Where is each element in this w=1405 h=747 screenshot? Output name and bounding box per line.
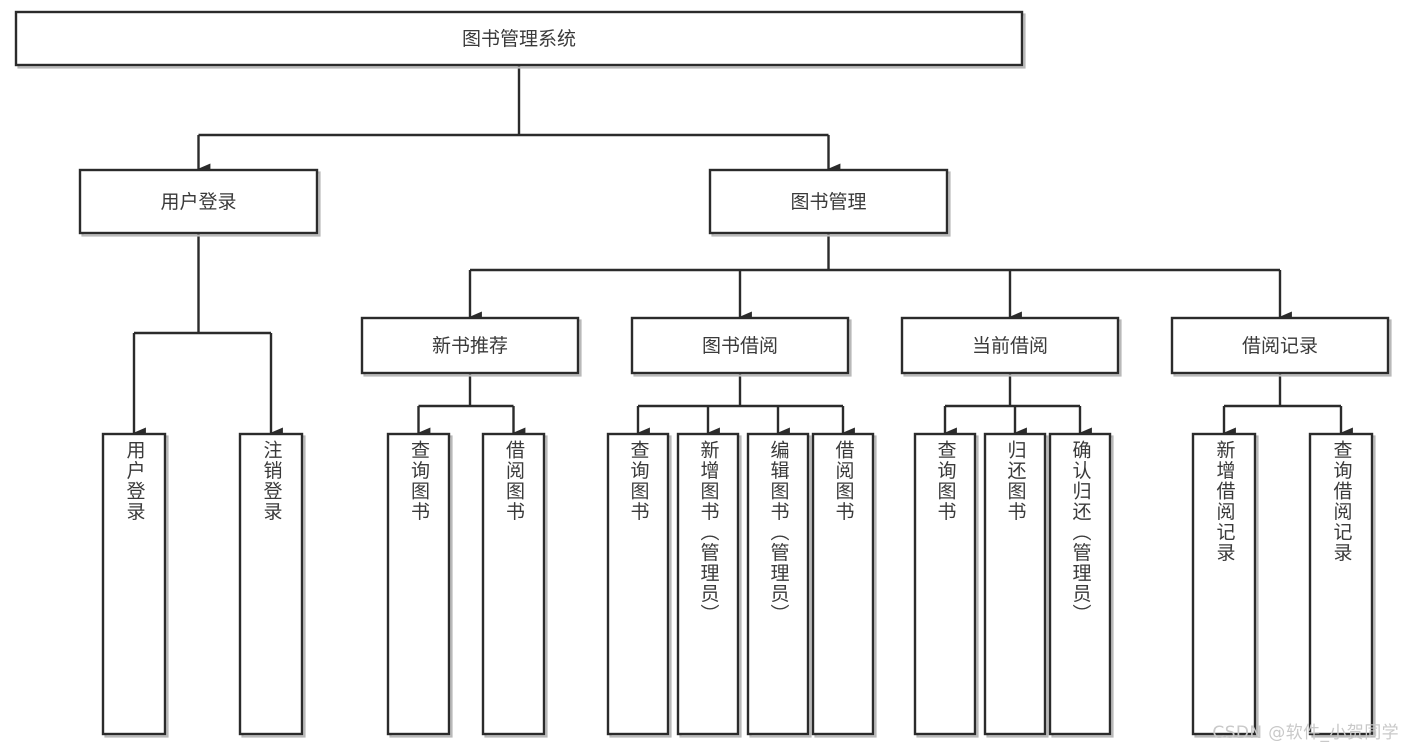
node-user-login[interactable]: [78, 168, 321, 237]
node-root-label: 图书管理系统: [462, 28, 576, 50]
edge-root-to-level2: [197, 65, 841, 175]
node-borrow-record[interactable]: [1170, 316, 1392, 377]
node-root[interactable]: [14, 10, 1026, 69]
node-new-book-recommend[interactable]: [360, 316, 582, 377]
edge-borrow-record-to-leaves: [1222, 373, 1353, 439]
node-borrow-record-label: 借阅记录: [1242, 335, 1318, 357]
node-leaf-edit-book[interactable]: [746, 432, 812, 738]
node-leaf-add-record[interactable]: [1191, 432, 1259, 738]
node-leaf-query-book-rec[interactable]: [386, 432, 453, 738]
node-leaf-query-book-cur[interactable]: [913, 432, 979, 738]
node-user-login-label: 用户登录: [160, 191, 236, 213]
node-leaf-borrow-book-bor[interactable]: [811, 432, 877, 738]
edge-new-book-recommend-to-leaves: [417, 373, 526, 439]
node-book-manage-label: 图书管理: [790, 191, 866, 213]
edge-current-borrow-to-leaves: [943, 373, 1092, 439]
node-current-borrow[interactable]: [900, 316, 1122, 377]
node-leaf-user-login[interactable]: [101, 432, 169, 738]
node-current-borrow-label: 当前借阅: [972, 335, 1048, 357]
edge-book-borrow-to-leaves: [636, 373, 855, 439]
node-book-borrow-label: 图书借阅: [702, 335, 778, 357]
node-leaf-confirm-return[interactable]: [1048, 432, 1114, 738]
edge-bookmanage-to-level3: [468, 233, 1292, 323]
watermark-text: CSDN @软件_小贺同学: [1212, 723, 1399, 743]
node-book-borrow[interactable]: [630, 316, 852, 377]
node-new-book-recommend-label: 新书推荐: [432, 335, 508, 357]
edges-layer: [132, 65, 1353, 439]
node-leaf-query-record[interactable]: [1308, 432, 1376, 738]
node-leaf-query-book-bor[interactable]: [606, 432, 672, 738]
node-leaf-return-book[interactable]: [983, 432, 1049, 738]
node-leaf-add-book[interactable]: [676, 432, 742, 738]
node-leaf-borrow-book-rec[interactable]: [481, 432, 548, 738]
node-leaf-logout[interactable]: [238, 432, 306, 738]
node-book-manage[interactable]: [708, 168, 951, 237]
edge-user-login-to-leaves: [132, 233, 283, 439]
